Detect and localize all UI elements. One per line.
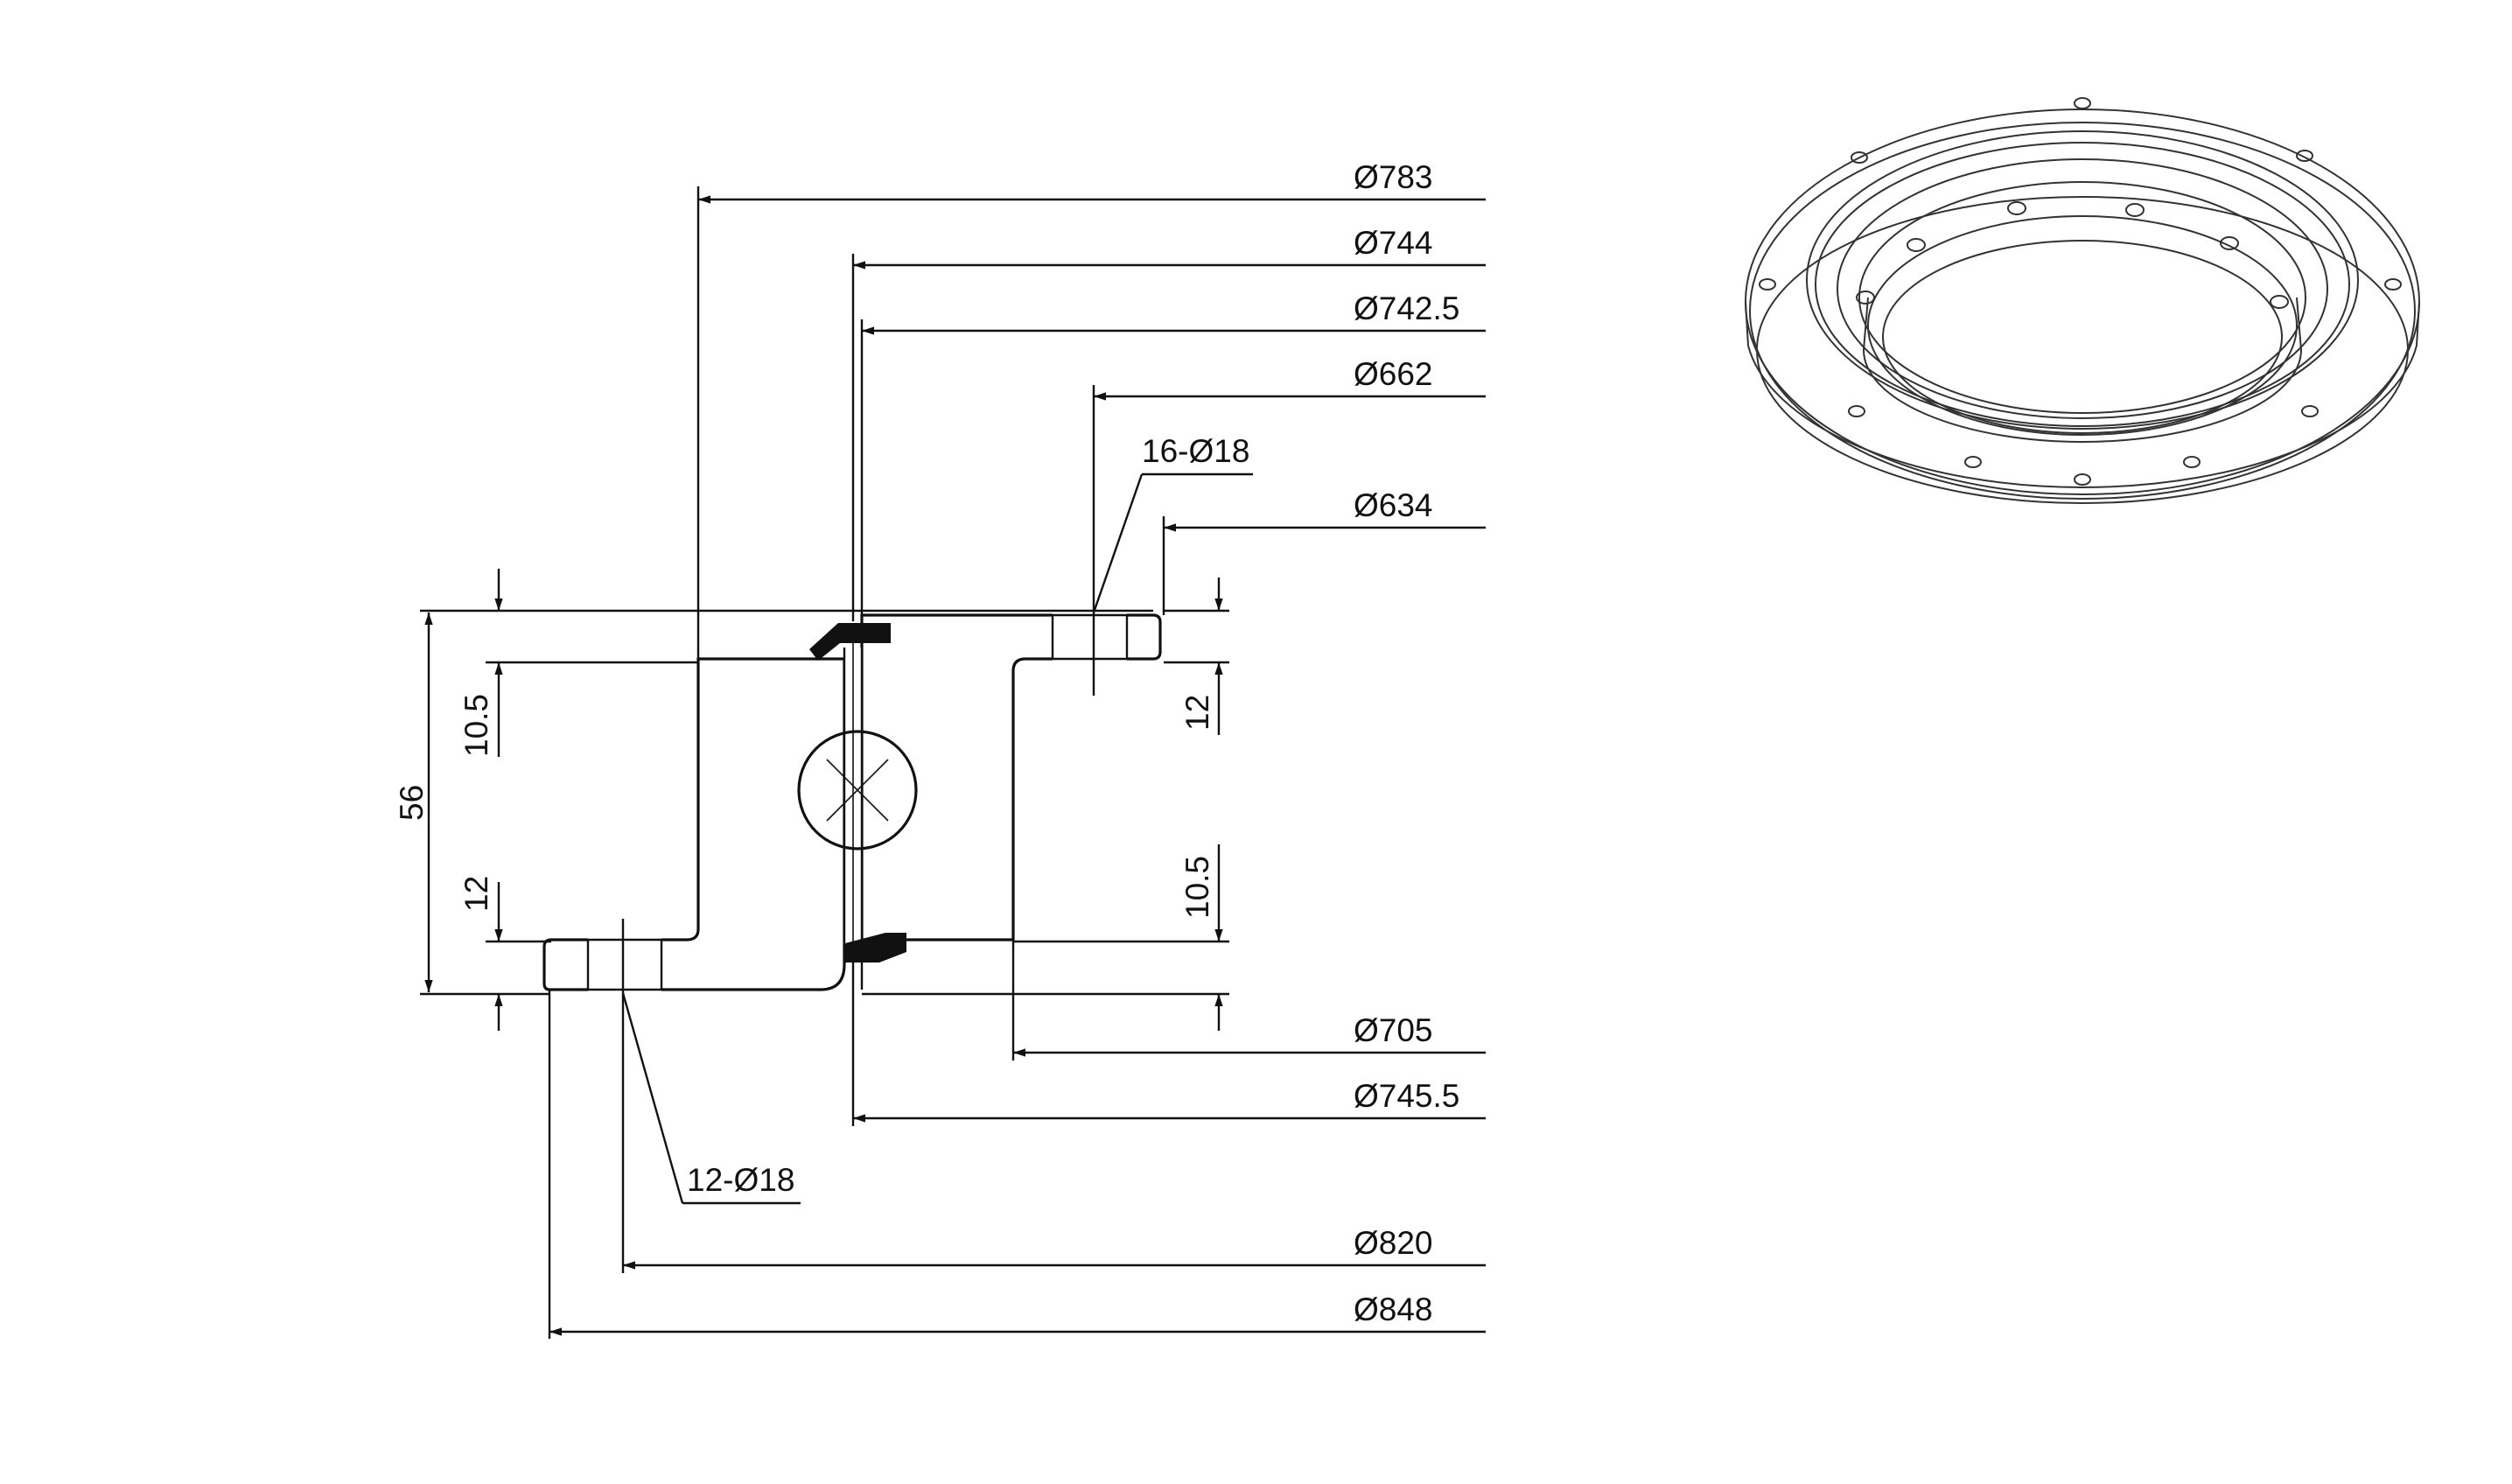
bottom-bolt-hole (588, 934, 661, 996)
dim-d783: Ø783 (1354, 159, 1433, 195)
top-bolt-hole (1053, 609, 1127, 665)
dim-h56: 56 (394, 785, 430, 821)
bottom-seal (845, 933, 906, 962)
dim-holes-top: 16-Ø18 (1142, 433, 1249, 469)
outer-ring-section (542, 657, 846, 991)
outer-bolt-holes (1759, 97, 2402, 486)
dim-h12-right: 12 (1179, 695, 1215, 731)
dim-h10-5-left: 10.5 (458, 694, 494, 757)
dim-h10-5-right: 10.5 (1179, 856, 1215, 919)
inner-bolt-holes (1856, 201, 2289, 309)
dim-holes-bottom: 12-Ø18 (687, 1162, 794, 1198)
dim-d745-5: Ø745.5 (1354, 1078, 1459, 1114)
dim-d744: Ø744 (1354, 225, 1433, 261)
diameter-dimensions: Ø783 Ø744 Ø742.5 Ø662 16-Ø18 Ø634 Ø705 Ø… (548, 159, 1486, 1339)
dim-d848: Ø848 (1354, 1292, 1433, 1327)
isometric-bearing-view (1745, 97, 2420, 504)
inner-ring-section (860, 613, 1162, 942)
height-dimensions: 56 10.5 12 12 10.5 (394, 569, 1229, 1031)
dim-d705: Ø705 (1354, 1012, 1433, 1048)
dim-d662: Ø662 (1354, 356, 1433, 392)
top-seal (809, 623, 891, 661)
dim-h12-left: 12 (458, 876, 494, 912)
dim-d634: Ø634 (1354, 487, 1433, 523)
dim-d820: Ø820 (1354, 1225, 1433, 1261)
dim-d742-5: Ø742.5 (1354, 290, 1459, 326)
cross-section (542, 609, 1162, 996)
